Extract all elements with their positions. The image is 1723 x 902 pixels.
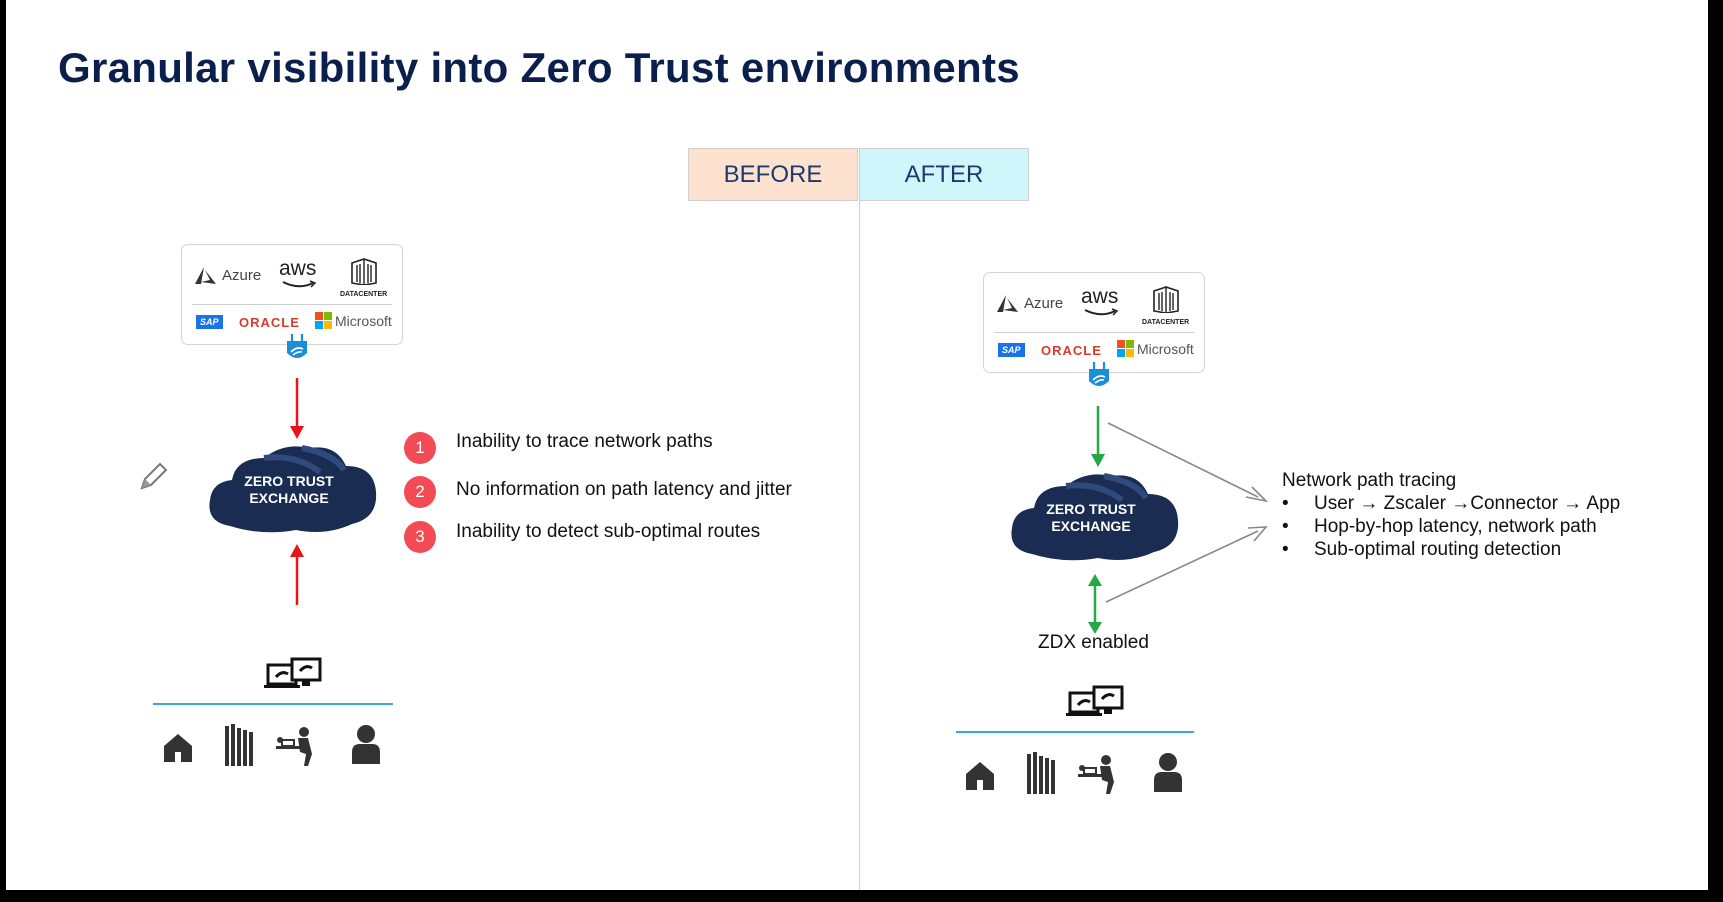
datacenter-icon <box>1152 286 1179 314</box>
path-trace-arrows <box>1105 422 1269 603</box>
arrow-up-red <box>290 544 304 605</box>
azure-icon <box>195 267 216 284</box>
aws-logo: aws <box>1081 286 1118 316</box>
office-building-icon <box>225 724 253 766</box>
tab-after[interactable]: AFTER <box>859 148 1029 201</box>
endpoint-devices-icon <box>264 657 322 688</box>
issue-badge-3: 3 <box>404 521 436 553</box>
path-tracing-bullet-3: •Sub-optimal routing detection <box>1282 539 1562 560</box>
connector-plug-icon <box>287 334 307 358</box>
sap-logo: SAP <box>196 315 223 329</box>
path-tracing-bullet-2: •Hop-by-hop latency, network path <box>1282 516 1597 537</box>
aws-smile-icon <box>1084 308 1119 316</box>
arrow-down-green <box>1091 406 1105 467</box>
azure-icon <box>997 295 1018 312</box>
before-after-divider <box>859 201 860 890</box>
aws-smile-icon <box>282 280 317 288</box>
user-icon <box>1154 753 1182 792</box>
office-building-icon <box>1027 752 1055 794</box>
arrow-down-red <box>290 378 304 439</box>
zero-trust-cloud <box>1011 473 1179 561</box>
cloud-providers-box-after: Azure aws DATACENTER SAP ORACLE Microsof… <box>983 272 1205 373</box>
remote-worker-icon <box>276 727 312 766</box>
datacenter-icon <box>350 258 377 286</box>
cloud-providers-box: Azure aws DATACENTER SAP ORACLE Microsof… <box>181 244 403 345</box>
issue-badge-2: 2 <box>404 476 436 508</box>
aws-logo: aws <box>279 258 316 288</box>
tab-before[interactable]: BEFORE <box>688 148 858 201</box>
logo-divider <box>192 304 392 305</box>
oracle-logo: ORACLE <box>239 315 300 330</box>
home-icon <box>966 762 994 790</box>
microsoft-icon <box>315 312 332 329</box>
baseline <box>956 731 1194 733</box>
user-icon <box>352 725 380 764</box>
arrow-bidirectional-green <box>1088 574 1102 634</box>
issue-badge-1: 1 <box>404 432 436 464</box>
datacenter-logo: DATACENTER <box>340 257 387 298</box>
home-icon <box>164 734 192 762</box>
azure-logo: Azure <box>195 267 261 284</box>
connector-plug-icon <box>1089 362 1109 386</box>
path-tracing-bullet-1: •User → Zscaler →Connector → App <box>1282 493 1621 514</box>
edit-pencil-icon[interactable] <box>136 460 170 494</box>
baseline <box>153 703 393 705</box>
oracle-logo: ORACLE <box>1041 343 1102 358</box>
endpoint-devices-icon <box>1066 685 1124 716</box>
remote-worker-icon <box>1078 755 1114 794</box>
issue-text-1: Inability to trace network paths <box>456 431 713 452</box>
microsoft-logo: Microsoft <box>315 312 392 329</box>
page-title: Granular visibility into Zero Trust envi… <box>58 44 1020 91</box>
logo-divider <box>994 332 1194 333</box>
zdx-enabled-label: ZDX enabled <box>1038 632 1149 653</box>
sap-logo: SAP <box>998 343 1025 357</box>
microsoft-icon <box>1117 340 1134 357</box>
path-tracing-heading: Network path tracing <box>1282 470 1457 491</box>
datacenter-logo: DATACENTER <box>1142 285 1189 326</box>
slide: Granular visibility into Zero Trust envi… <box>6 0 1708 890</box>
issue-text-2: No information on path latency and jitte… <box>456 479 792 500</box>
microsoft-logo: Microsoft <box>1117 340 1194 357</box>
zero-trust-cloud <box>209 445 377 533</box>
azure-logo: Azure <box>997 295 1063 312</box>
issue-text-3: Inability to detect sub-optimal routes <box>456 521 761 542</box>
